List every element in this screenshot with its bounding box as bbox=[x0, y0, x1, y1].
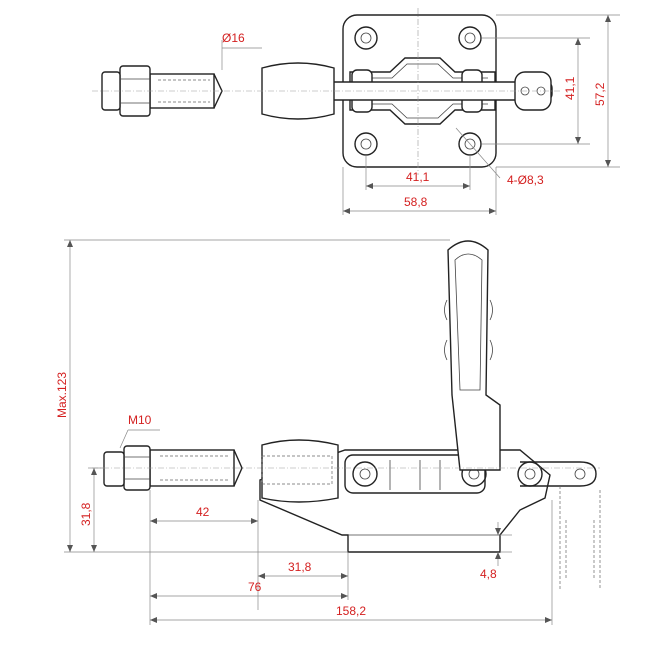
side-plunger-housing bbox=[261, 439, 339, 503]
top-nut bbox=[119, 65, 151, 117]
side-handle bbox=[447, 240, 501, 471]
dim-shaft-diameter: Ø16 bbox=[222, 31, 245, 45]
dim-width-outer: 58,8 bbox=[404, 195, 428, 209]
dim-height-inner: 41,1 bbox=[563, 76, 577, 100]
dim-width-inner: 41,1 bbox=[406, 170, 430, 184]
dim-base-inner: 31,8 bbox=[288, 560, 312, 574]
dim-left-height: 31,8 bbox=[79, 502, 93, 526]
dim-stroke: 42 bbox=[196, 505, 210, 519]
dim-height-outer: 57,2 bbox=[593, 82, 607, 106]
dim-mid-length: 76 bbox=[248, 580, 262, 594]
dim-base-thickness: 4,8 bbox=[480, 567, 497, 581]
dim-max-height: Max.123 bbox=[55, 372, 69, 418]
dim-thread: M10 bbox=[128, 413, 152, 427]
side-linkage bbox=[344, 454, 486, 494]
top-view: Ø16 41,1 57,2 41,1 58,8 4-Ø8,3 bbox=[92, 8, 620, 215]
handle-open-position bbox=[559, 486, 601, 590]
side-view: Max.123 M10 31,8 42 31,8 4,8 76 158,2 bbox=[55, 239, 601, 625]
top-mounting-holes bbox=[354, 26, 482, 156]
dim-total-length: 158,2 bbox=[336, 604, 366, 618]
dim-holes: 4-Ø8,3 bbox=[507, 173, 544, 187]
